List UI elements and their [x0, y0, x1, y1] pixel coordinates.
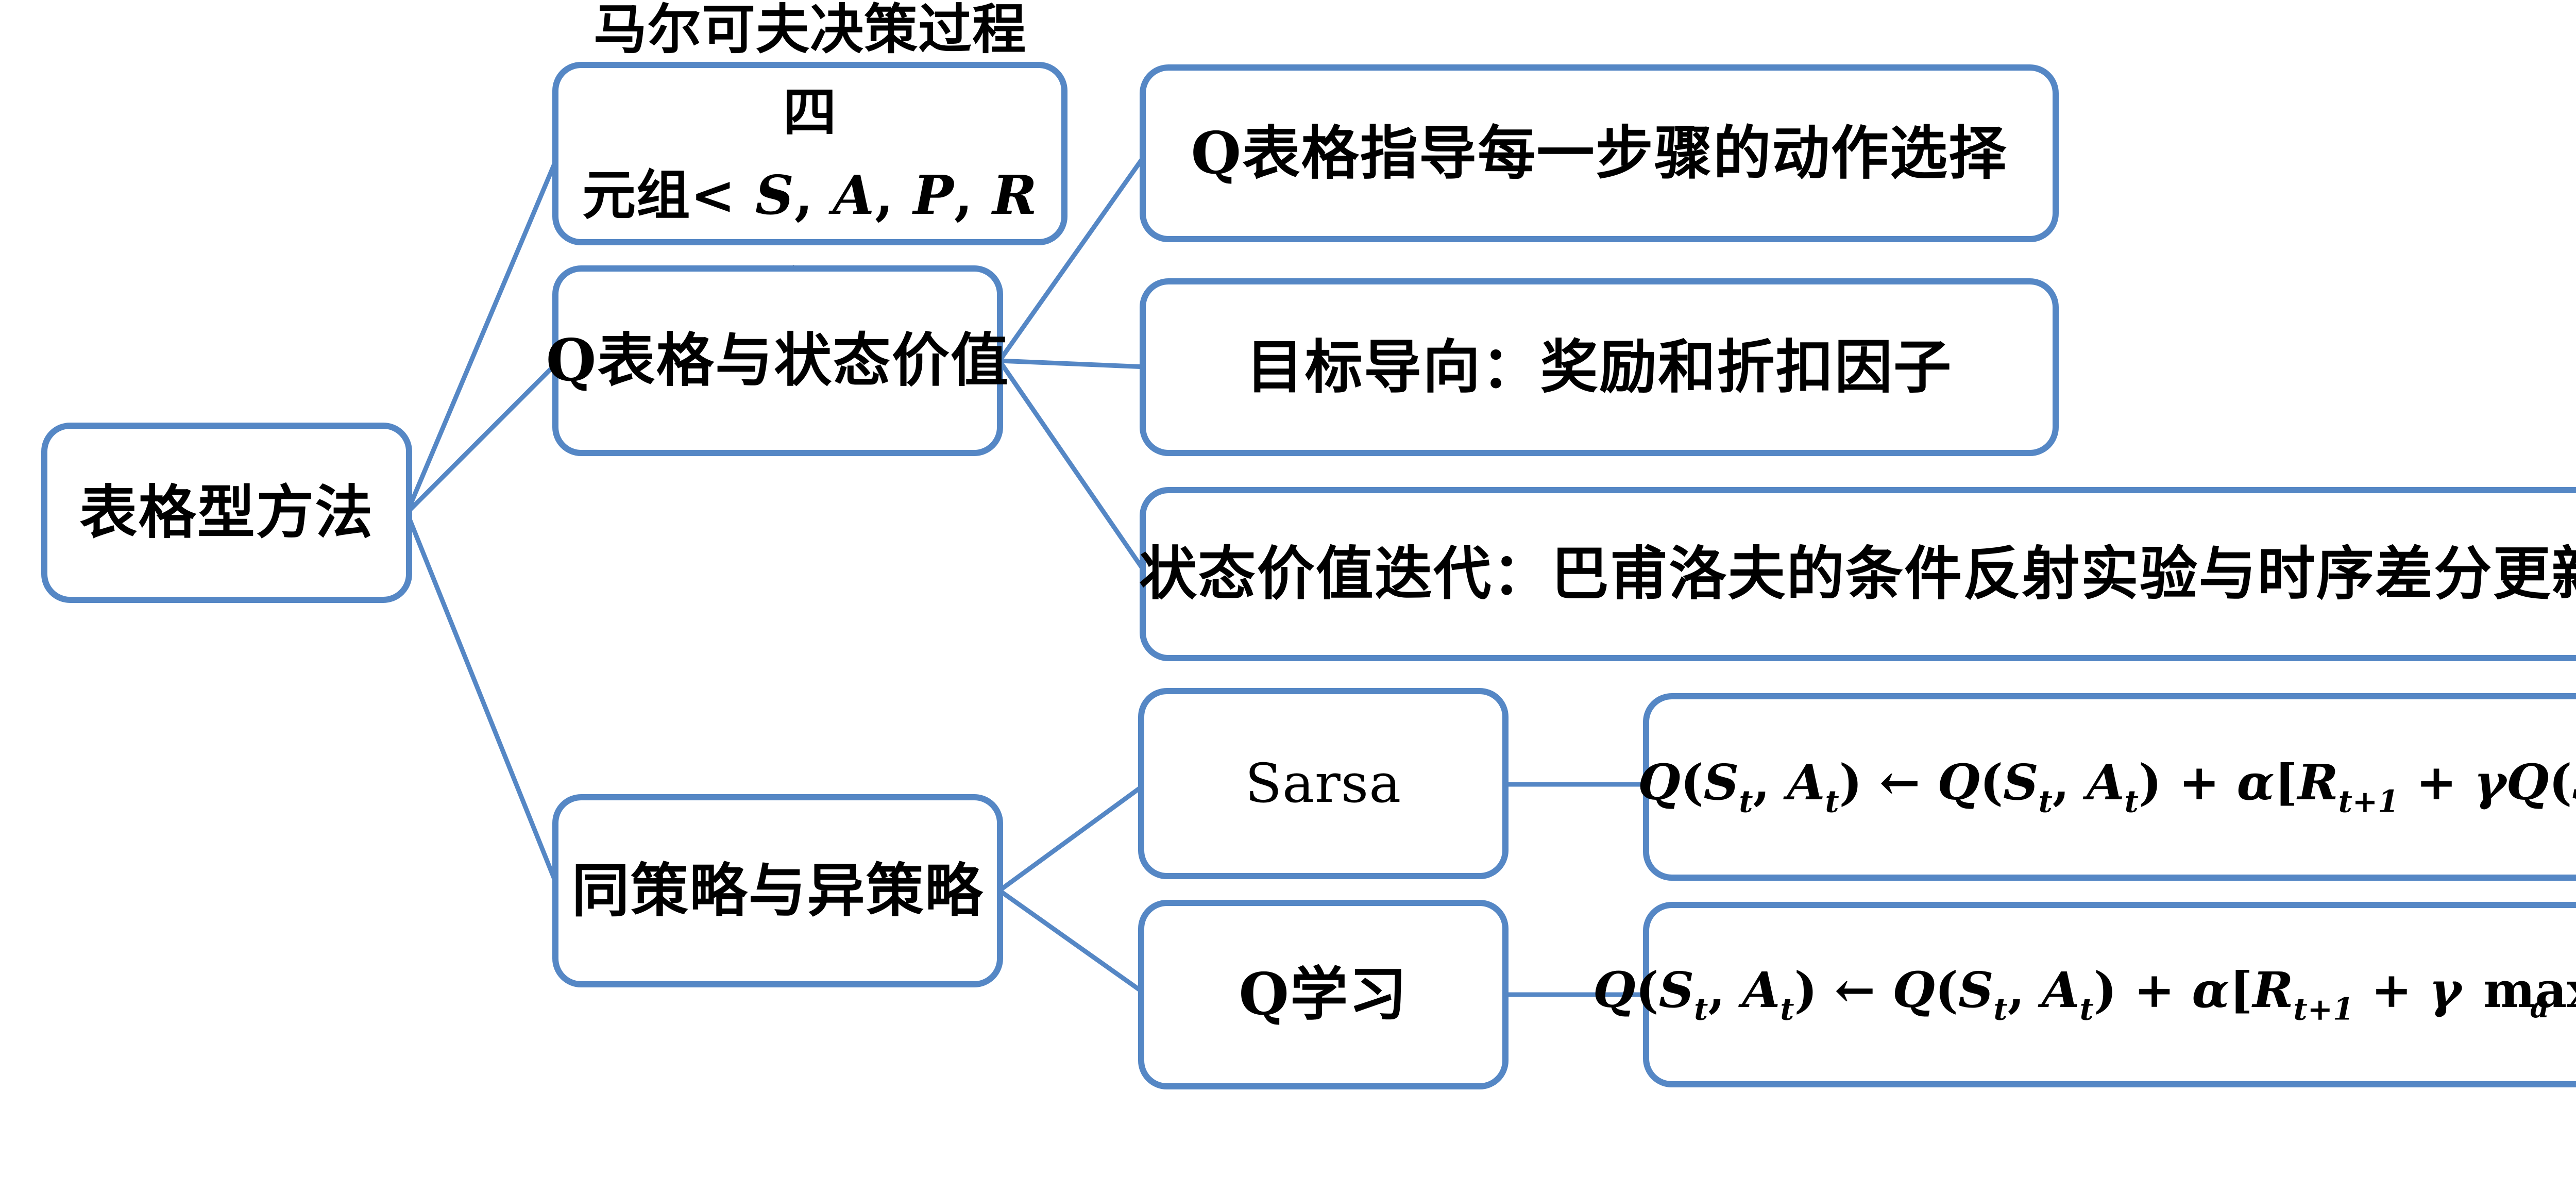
- node-sarsa: Sarsa: [1138, 688, 1509, 879]
- connector-qtable-to-goal: [999, 358, 1147, 370]
- node-root-label: 表格型方法: [79, 479, 374, 547]
- node-qtable-statevalue-label: Q表格与状态价值: [546, 327, 1010, 395]
- node-state-value-iteration-label: 状态价值迭代：巴甫洛夫的条件反射实验与时序差分更新: [1139, 540, 2576, 608]
- node-qlearning-update-formula: Q(St, At) ← Q(St, At) + α[Rt+1 + γ maxa …: [1593, 902, 2576, 1087]
- node-goal-oriented-label: 目标导向：奖励和折扣因子: [1246, 333, 1953, 401]
- node-sarsa-label: Sarsa: [1245, 751, 1402, 815]
- sarsa-update-formula: Q(St, At) ← Q(St, At) + α[Rt+1 + γQ(St+1…: [1637, 754, 2576, 820]
- connector-root-to-mdp: [404, 152, 562, 514]
- node-onpolicy-offpolicy-label: 同策略与异策略: [571, 857, 984, 925]
- connector-root-to-policy: [404, 512, 562, 892]
- connector-root-to-qtable: [405, 359, 561, 515]
- node-goal-oriented: 目标导向：奖励和折扣因子: [1140, 278, 2059, 456]
- node-qtable-guides-actions-label: Q表格指导每一步骤的动作选择: [1191, 119, 2008, 187]
- node-root: 表格型方法: [41, 423, 412, 603]
- qlearning-update-formula: Q(St, At) ← Q(St, At) + α[Rt+1 + γ maxa …: [1592, 962, 2576, 1028]
- connector-qtable-to-guide: [997, 152, 1148, 362]
- connector-qtable-to-valueiter: [997, 359, 1148, 576]
- node-qlearning: Q学习: [1138, 900, 1509, 1089]
- connector-policy-to-qlearning: [998, 888, 1148, 997]
- node-qtable-statevalue: Q表格与状态价值: [546, 265, 1008, 456]
- node-sarsa-update-formula: Q(St, At) ← Q(St, At) + α[Rt+1 + γQ(St+1…: [1638, 693, 2576, 881]
- node-qlearning-label: Q学习: [1239, 961, 1408, 1029]
- node-onpolicy-offpolicy: 同策略与异策略: [552, 794, 1003, 987]
- connector-policy-to-sarsa: [998, 781, 1148, 893]
- node-state-value-iteration: 状态价值迭代：巴甫洛夫的条件反射实验与时序差分更新: [1139, 487, 2576, 661]
- node-qtable-guides-actions: Q表格指导每一步骤的动作选择: [1140, 64, 2059, 242]
